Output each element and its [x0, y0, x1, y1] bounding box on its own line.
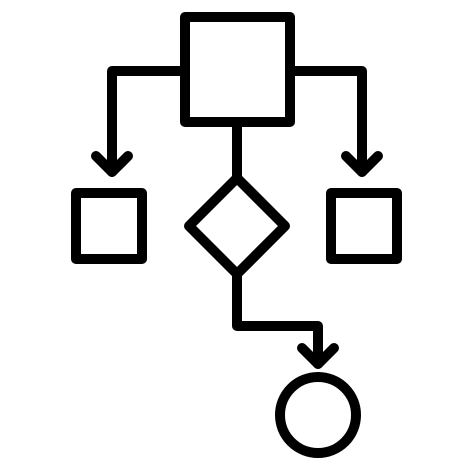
terminal-circle: [275, 372, 361, 458]
decision-to-terminal-arrow: [232, 269, 323, 369]
terminal-arrowhead: [297, 343, 339, 369]
top-process-box: [180, 12, 295, 127]
left-process-box: [71, 188, 147, 264]
left-arrowhead: [91, 151, 133, 177]
right-branch-arrow: [285, 66, 367, 177]
left-branch-arrow: [107, 66, 190, 177]
right-arrowhead: [341, 151, 383, 177]
right-process-box: [326, 188, 402, 264]
decision-diamond: [184, 173, 290, 279]
